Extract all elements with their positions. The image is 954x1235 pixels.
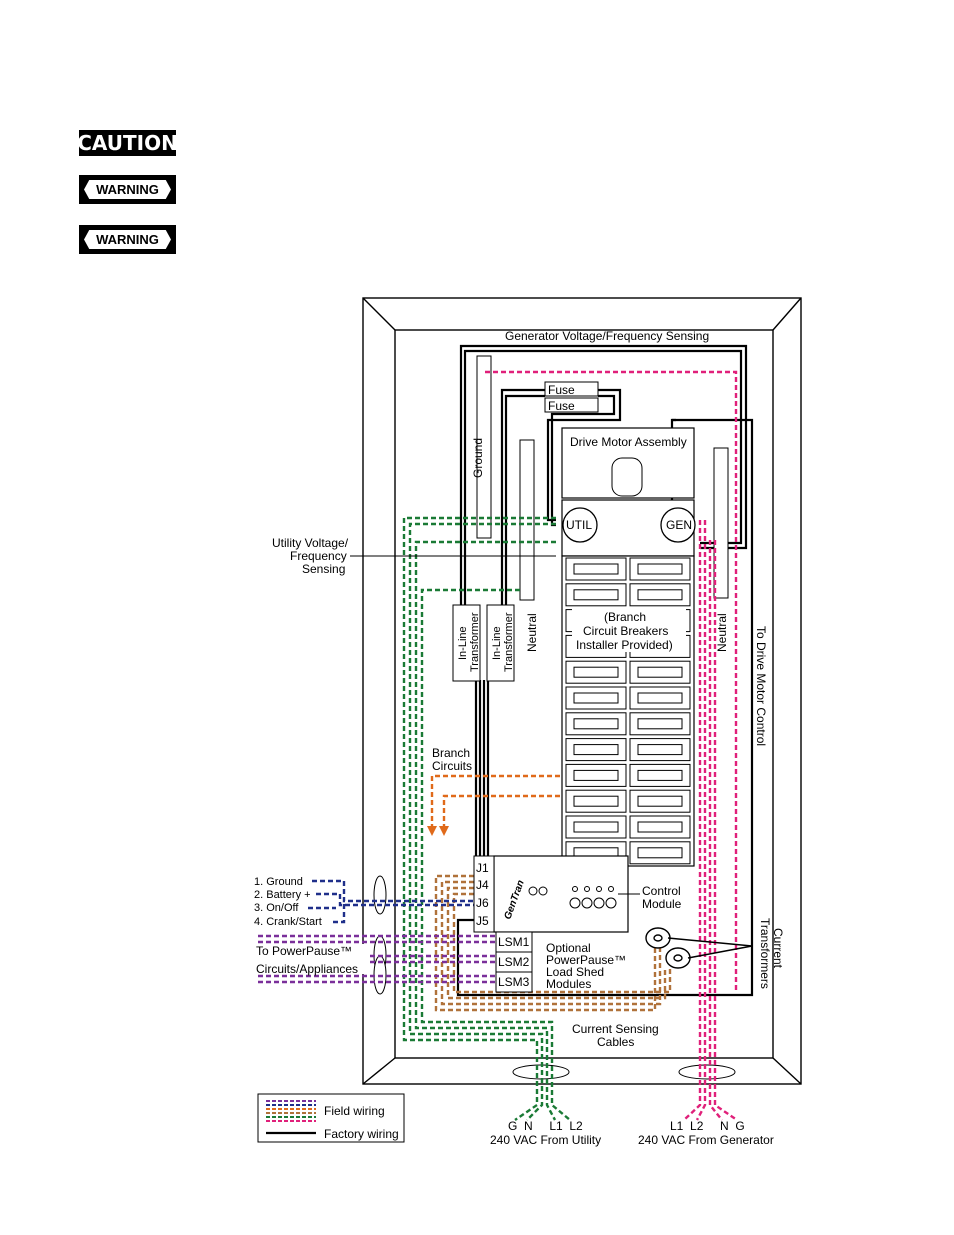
neutral-label-right: Neutral xyxy=(715,613,729,652)
branch-circuit-arrows xyxy=(427,826,449,836)
inline-transformer-1-line-1: In-Line xyxy=(457,626,469,660)
breaker-handle xyxy=(573,718,619,730)
utility-source-label: 240 VAC From Utility xyxy=(490,1133,601,1147)
branch-breakers-line-2: Circuit Breakers xyxy=(583,624,668,638)
jack-j5: J5 xyxy=(476,914,489,928)
load-shed-line-2: PowerPause™ xyxy=(546,953,626,967)
generator-source-label: 240 VAC From Generator xyxy=(638,1133,774,1147)
breaker-handle xyxy=(637,744,683,756)
warning-badge-2-text: WARNING xyxy=(84,230,171,249)
ground-bar xyxy=(476,355,492,539)
neutral-bar-right xyxy=(713,447,729,599)
breaker-handle xyxy=(573,795,619,807)
legend-field-label: Field wiring xyxy=(324,1104,385,1118)
gen-label: GEN xyxy=(666,518,692,532)
branch-breakers-line-1: (Branch xyxy=(604,610,646,624)
utility-terminals: G N L1 L2 xyxy=(508,1119,583,1133)
breaker-handle xyxy=(637,666,683,678)
lsm-3: LSM3 xyxy=(498,975,530,989)
utility-sensing-line-3: Sensing xyxy=(302,562,345,576)
inline-transformer-1-line-2: Transformer xyxy=(469,612,481,672)
warning-badge-1: WARNING xyxy=(79,175,176,204)
engine-connection-3: 3. On/Off xyxy=(254,902,299,914)
breaker-handle xyxy=(637,847,683,859)
ground-label: Ground xyxy=(471,438,485,478)
utility-sensing-line-2: Frequency xyxy=(290,549,347,563)
branch-breakers-line-3: Installer Provided) xyxy=(576,638,673,652)
jack-j6: J6 xyxy=(476,896,489,910)
breaker-handle xyxy=(637,563,683,575)
fuse-1: Fuse xyxy=(544,381,599,397)
breaker-handle xyxy=(637,589,683,601)
lsm-2: LSM2 xyxy=(498,955,530,969)
utility-sensing-line-1: Utility Voltage/ xyxy=(272,536,349,550)
neutral-bar-left xyxy=(519,439,535,601)
breaker-handle xyxy=(637,718,683,730)
breaker-handle xyxy=(573,821,619,833)
util-breaker xyxy=(562,507,598,543)
engine-connection-4: 4. Crank/Start xyxy=(254,916,322,928)
lsm-1: LSM1 xyxy=(498,935,530,949)
current-transformers xyxy=(645,927,753,969)
engine-connection-2: 2. Battery + xyxy=(254,889,311,901)
load-shed-modules xyxy=(495,931,533,993)
powerpause-label-bg xyxy=(255,944,367,974)
caution-badge: CAUTION xyxy=(77,130,178,156)
gen-breaker xyxy=(660,507,696,543)
inline-transformer-2-line-2: Transformer xyxy=(503,612,515,672)
breaker-handle xyxy=(573,769,619,781)
breaker-panel xyxy=(561,555,695,867)
fuse-2-label: Fuse xyxy=(548,399,575,413)
warning-badge-2: WARNING xyxy=(79,225,176,254)
load-shed-line-1: Optional xyxy=(546,941,591,955)
fuse-1-label: Fuse xyxy=(548,383,575,397)
load-shed-line-3: Load Shed xyxy=(546,965,604,979)
control-module-line-1: Control xyxy=(642,884,681,898)
branch-breakers-note-box xyxy=(572,608,686,652)
warning-badge-1-text: WARNING xyxy=(84,180,171,199)
gen-sensing-label: Generator Voltage/Frequency Sensing xyxy=(505,329,709,343)
inline-transformer-2-line-1: In-Line xyxy=(491,626,503,660)
to-powerpause-label: To PowerPause™ xyxy=(256,944,352,958)
breaker-handle xyxy=(573,666,619,678)
breaker-handle xyxy=(637,821,683,833)
util-label: UTIL xyxy=(566,518,592,532)
branch-circuits-line-2: Circuits xyxy=(432,759,472,773)
to-drive-motor-control: To Drive Motor Control xyxy=(754,626,768,746)
current-transformers-line-1: Current xyxy=(771,928,785,969)
control-module xyxy=(473,855,640,933)
field-wiring xyxy=(258,370,738,1121)
jack-j1: J1 xyxy=(476,861,489,875)
wiring-legend xyxy=(257,1093,405,1143)
breaker-handle xyxy=(573,744,619,756)
breaker-handle xyxy=(637,795,683,807)
inline-transformer-1 xyxy=(452,604,481,682)
breaker-handle xyxy=(573,692,619,704)
jack-j4: J4 xyxy=(476,878,489,892)
legend-factory-label: Factory wiring xyxy=(324,1127,399,1141)
current-transformers-line-2: Transformers xyxy=(758,918,772,989)
generator-terminals: L1 L2 N G xyxy=(670,1119,745,1133)
breaker-handle xyxy=(573,589,619,601)
fuse-2: Fuse xyxy=(544,397,599,413)
load-shed-line-4: Modules xyxy=(546,977,591,991)
neutral-label-left: Neutral xyxy=(525,613,539,652)
control-module-line-2: Module xyxy=(642,897,682,911)
drive-motor-label: Drive Motor Assembly xyxy=(570,435,687,449)
circuits-appliances-label: Circuits/Appliances xyxy=(256,962,358,976)
branch-circuits-line-1: Branch xyxy=(432,746,470,760)
breaker-handle xyxy=(637,692,683,704)
inline-transformer-2 xyxy=(486,604,515,682)
breaker-handle xyxy=(637,769,683,781)
current-sensing-line-2: Cables xyxy=(597,1035,634,1049)
current-sensing-line-1: Current Sensing xyxy=(572,1022,659,1036)
breaker-handle xyxy=(573,563,619,575)
engine-connection-1: 1. Ground xyxy=(254,876,303,888)
